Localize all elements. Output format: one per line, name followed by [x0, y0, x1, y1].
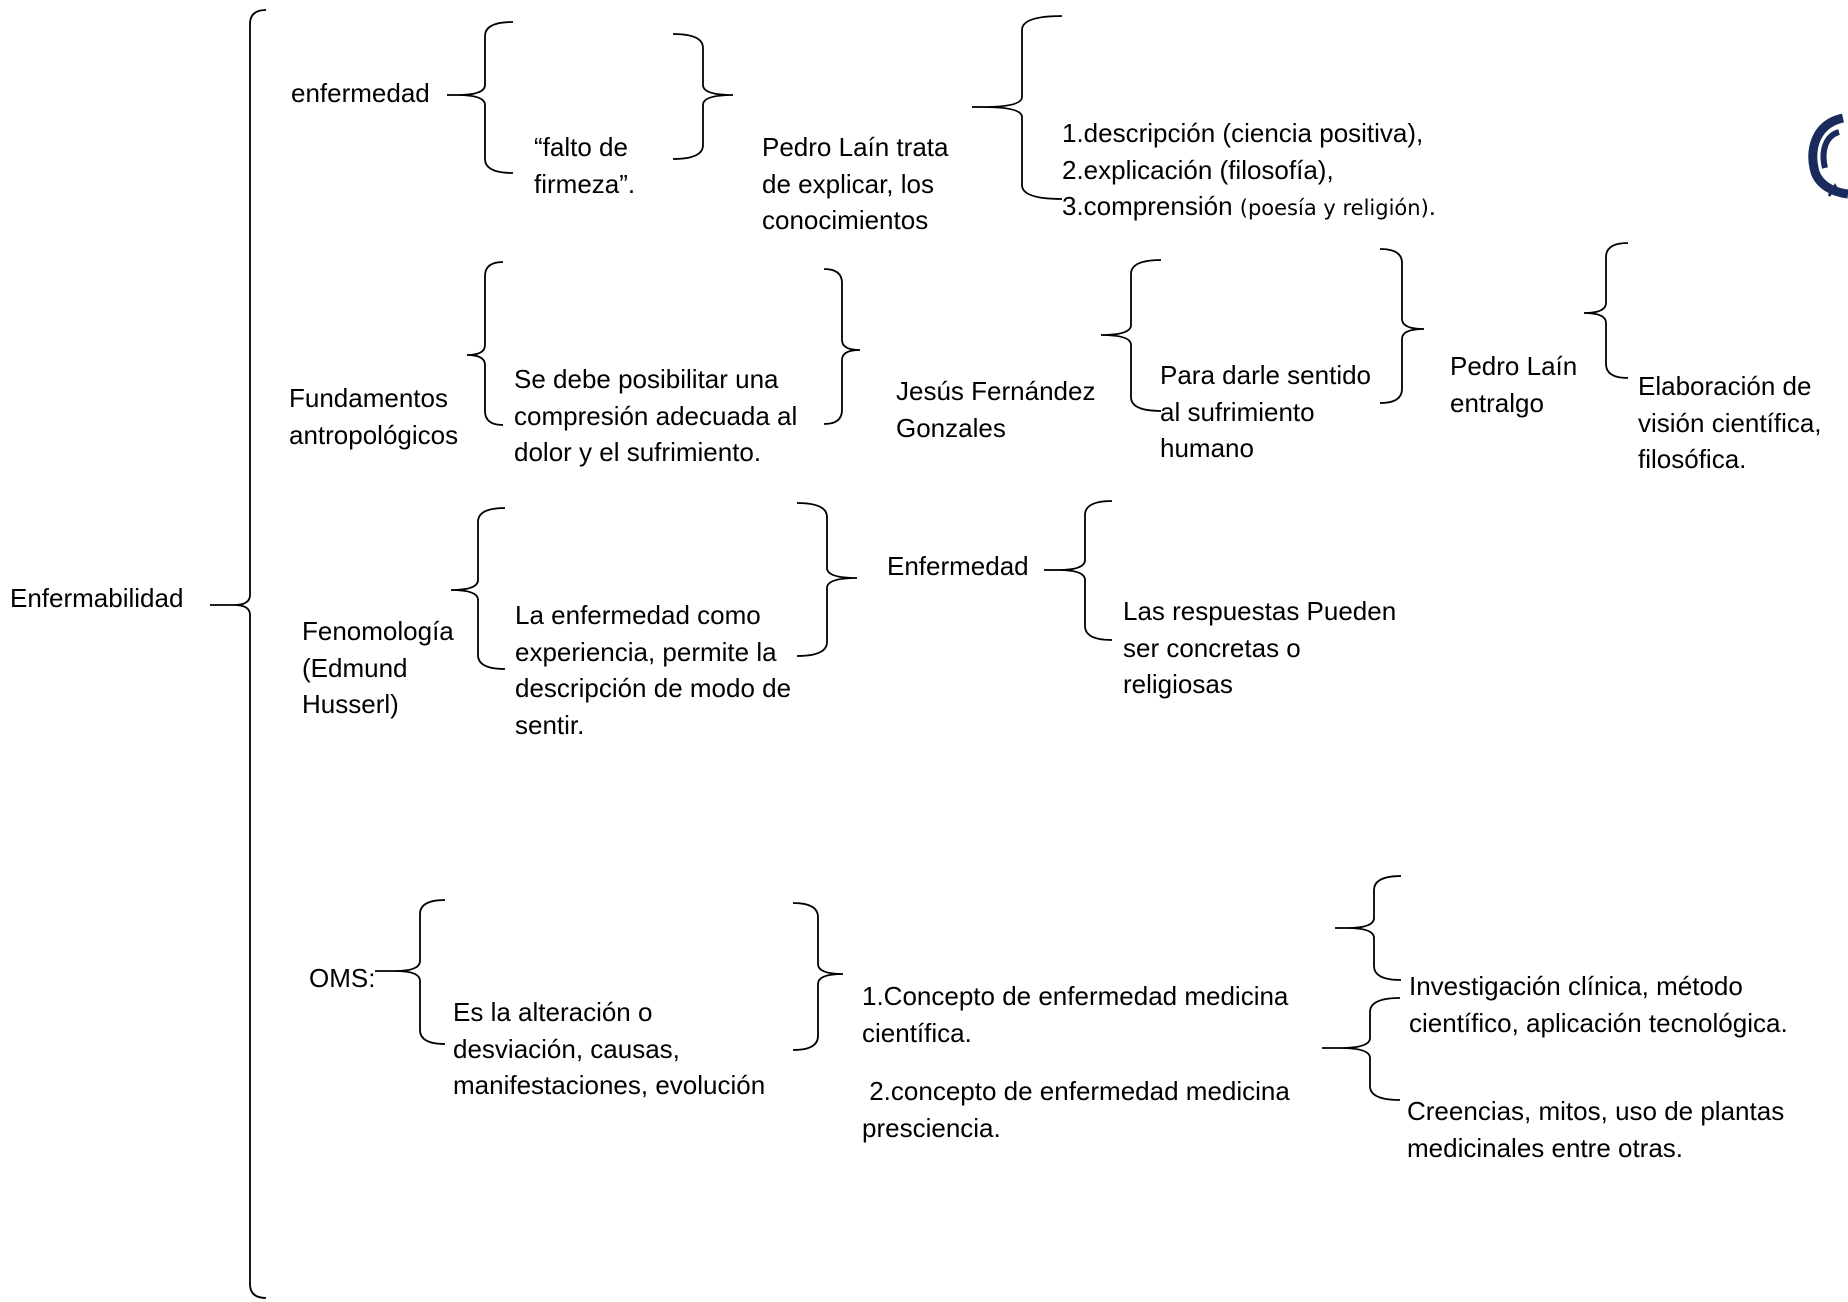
- r1-head-label: enfermedad: [291, 78, 430, 108]
- r4-brace-c1: [1346, 875, 1402, 981]
- r3-brace-answers: [1057, 500, 1113, 641]
- r1-knowledge-list: 1.descripción (ciencia positiva),2.expli…: [1062, 118, 1436, 221]
- r1-brace-list: [981, 15, 1063, 200]
- r3-label: Enfermedad: [887, 551, 1029, 581]
- r2-brace-open: [466, 261, 504, 426]
- r2-brace-author: [1100, 259, 1162, 412]
- r2-brace-close: [823, 268, 861, 425]
- r4-brace-c2: [1339, 997, 1401, 1101]
- root-brace: [233, 9, 267, 1299]
- r4-head-label: OMS:: [309, 963, 376, 993]
- r2-brace-lain: [1583, 242, 1629, 379]
- root-label: Enfermabilidad: [10, 583, 184, 613]
- university-logo: [1795, 110, 1848, 205]
- r4-brace-open: [394, 899, 446, 1045]
- r2-brace-purpose: [1379, 248, 1425, 404]
- r4-brace-close: [792, 902, 844, 1051]
- r1-brace-open: [456, 21, 514, 174]
- r3-brace-close: [796, 502, 858, 657]
- r3-brace-open: [450, 507, 506, 670]
- r1-brace-close: [672, 33, 734, 160]
